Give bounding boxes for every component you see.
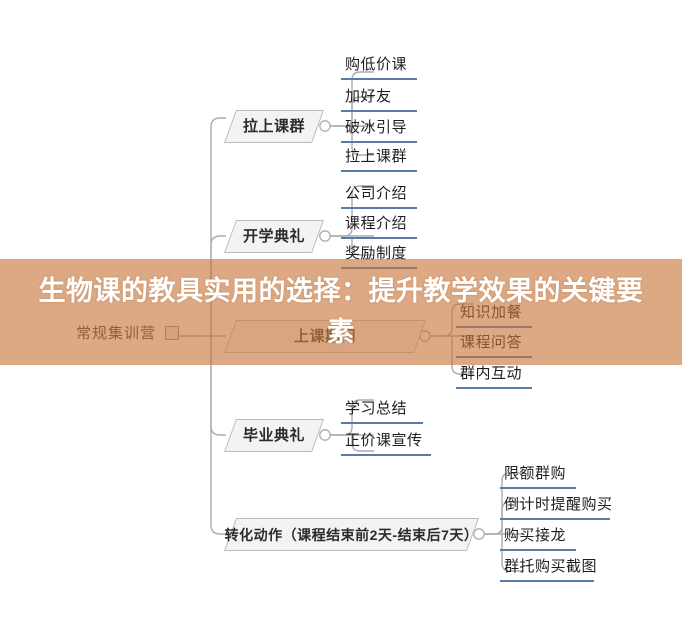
headline-text: 生物课的教具实用的选择：提升教学效果的关键要素	[38, 276, 644, 347]
branch-node-1-label: 拉上课群	[242, 118, 305, 135]
leaf-node[interactable]: 限额群购	[500, 463, 576, 489]
leaf-node[interactable]: 课程介绍	[341, 213, 417, 239]
branch-node-4-label: 毕业典礼	[242, 427, 305, 444]
branch-node-5-label: 转化动作（课程结束前2天-结束后7天）	[224, 526, 479, 543]
leaf-node[interactable]: 学习总结	[341, 398, 423, 424]
leaf-node[interactable]: 加好友	[341, 86, 417, 112]
leaf-node[interactable]: 群托购买截图	[500, 556, 597, 582]
leaf-node[interactable]: 破冰引导	[341, 117, 417, 143]
branch-node-1[interactable]: 拉上课群	[223, 110, 325, 143]
branch-node-2[interactable]: 开学典礼	[223, 220, 325, 253]
branch-node-5[interactable]: 转化动作（课程结束前2天-结束后7天）	[223, 518, 480, 551]
leaf-node[interactable]: 群内互动	[456, 363, 532, 389]
leaf-node[interactable]: 拉上课群	[341, 146, 417, 172]
branch-node-2-label: 开学典礼	[242, 228, 305, 245]
leaf-node[interactable]: 倒计时提醒购买	[500, 494, 612, 520]
leaf-node[interactable]: 公司介绍	[341, 183, 417, 209]
headline-overlay-band: 生物课的教具实用的选择：提升教学效果的关键要素	[0, 259, 682, 365]
leaf-node[interactable]: 购低价课	[341, 54, 417, 80]
branch-node-4[interactable]: 毕业典礼	[223, 419, 325, 452]
leaf-node[interactable]: 正价课宣传	[341, 430, 431, 456]
leaf-node[interactable]: 购买接龙	[500, 525, 576, 551]
